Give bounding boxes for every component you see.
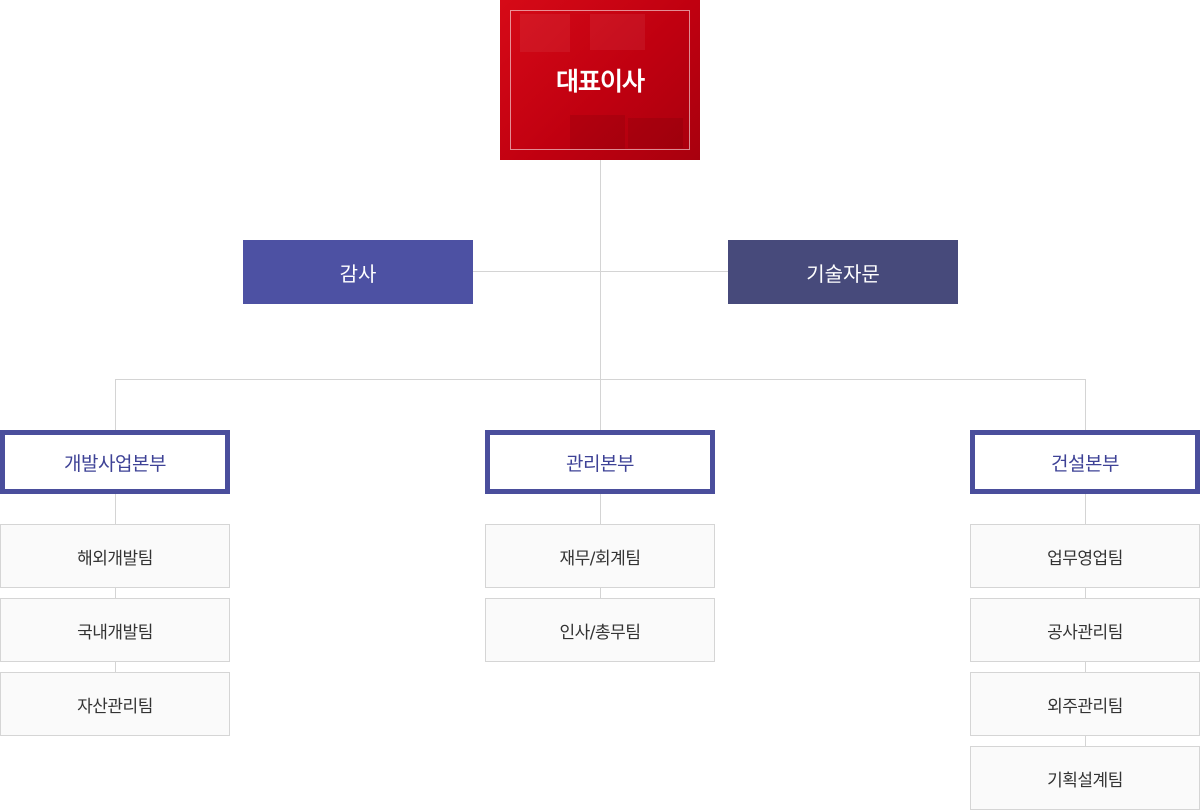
division-label: 개발사업본부 — [64, 452, 166, 475]
team-label: 기획설계팀 — [1047, 770, 1123, 791]
advisory-box: 기술자문 — [728, 240, 958, 304]
connector-ceo-to-divisions — [600, 160, 601, 430]
team-label: 인사/총무팀 — [559, 622, 641, 643]
ceo-mosaic-tile — [520, 14, 570, 52]
audit-box: 감사 — [243, 240, 473, 304]
team-box: 기획설계팀 — [970, 746, 1200, 810]
team-label: 자산관리팀 — [77, 696, 153, 717]
team-box: 공사관리팀 — [970, 598, 1200, 662]
connector-division-1-drop — [115, 379, 116, 430]
team-label: 해외개발팀 — [77, 548, 153, 569]
division-box-management: 관리본부 — [485, 430, 715, 494]
connector-divisions-horizontal — [115, 379, 1086, 380]
team-label: 국내개발팀 — [77, 622, 153, 643]
team-label: 업무영업팀 — [1047, 548, 1123, 569]
division-box-construction: 건설본부 — [970, 430, 1200, 494]
ceo-mosaic-tile — [570, 115, 625, 149]
team-box: 해외개발팀 — [0, 524, 230, 588]
division-box-development: 개발사업본부 — [0, 430, 230, 494]
team-box: 재무/회계팀 — [485, 524, 715, 588]
division-label: 관리본부 — [566, 452, 634, 475]
team-box: 국내개발팀 — [0, 598, 230, 662]
connector-staff-horizontal — [473, 271, 728, 272]
advisory-label: 기술자문 — [806, 261, 880, 286]
team-label: 외주관리팀 — [1047, 696, 1123, 717]
team-box: 외주관리팀 — [970, 672, 1200, 736]
ceo-label: 대표이사 — [555, 67, 645, 96]
division-label: 건설본부 — [1051, 452, 1119, 475]
team-box: 인사/총무팀 — [485, 598, 715, 662]
team-label: 공사관리팀 — [1047, 622, 1123, 643]
ceo-mosaic-tile — [628, 118, 683, 148]
team-box: 자산관리팀 — [0, 672, 230, 736]
team-label: 재무/회계팀 — [559, 548, 641, 569]
ceo-box: 대표이사 — [500, 0, 700, 160]
team-box: 업무영업팀 — [970, 524, 1200, 588]
audit-label: 감사 — [339, 261, 377, 286]
ceo-mosaic-tile — [590, 14, 645, 50]
connector-division-3-drop — [1085, 379, 1086, 430]
